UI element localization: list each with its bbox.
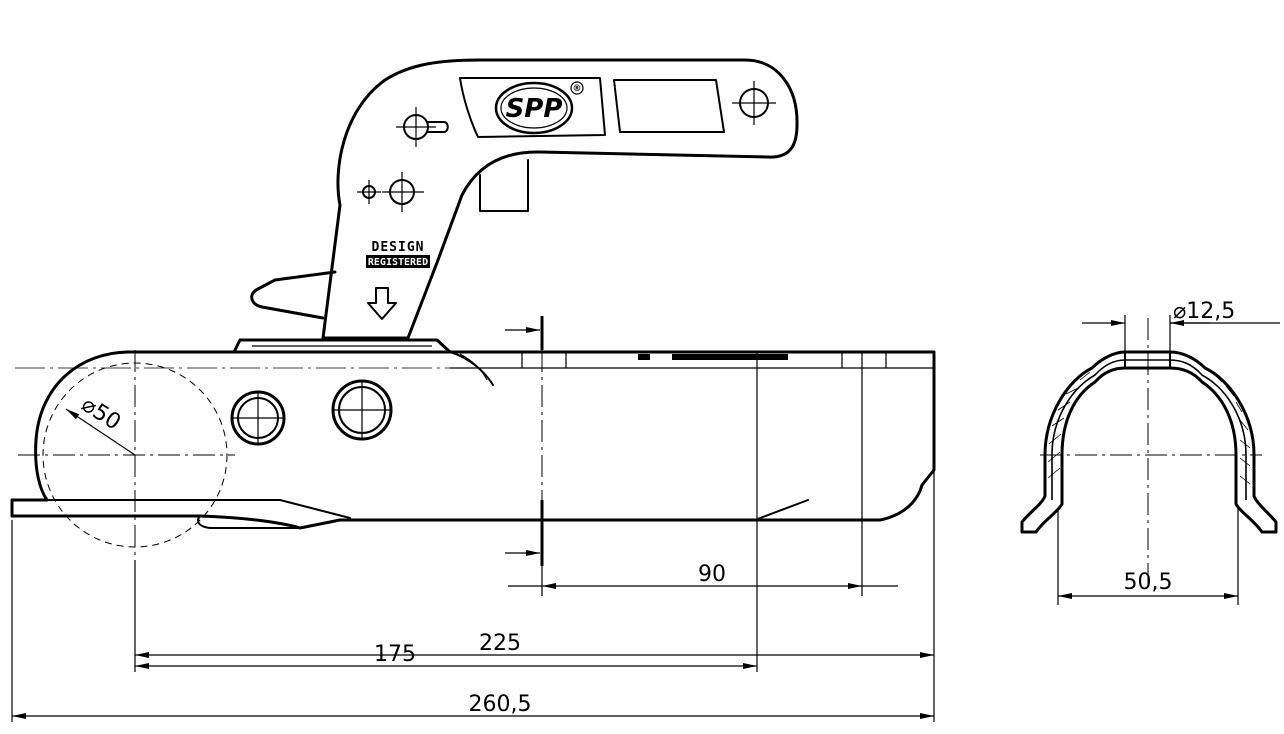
section-view: ⌀12,5 50,5: [1020, 299, 1280, 605]
svg-text:175: 175: [374, 642, 416, 667]
dim-90: 90: [508, 562, 898, 589]
section-hatching: [1047, 371, 1251, 485]
svg-text:225: 225: [479, 631, 521, 656]
handle-hole-right: [732, 81, 776, 125]
handle-hole-mid: [382, 172, 424, 212]
handle-recess: [459, 77, 606, 138]
base-plate: [232, 338, 452, 354]
down-arrow-icon: [367, 287, 397, 320]
handle-pin: [396, 107, 449, 147]
handle-tab: [479, 159, 529, 212]
handle-hole-small: [357, 180, 381, 204]
section-outer: [1020, 350, 1278, 534]
handle-window: [613, 79, 725, 133]
svg-text:50,5: 50,5: [1124, 570, 1173, 595]
housing-lower-edge: [46, 499, 351, 519]
svg-text:90: 90: [698, 562, 726, 587]
dim-175: 175: [135, 642, 757, 669]
dim-width-50-5: 50,5: [1058, 570, 1238, 599]
ball-diameter-label: ⌀50: [77, 392, 125, 435]
handle-outline: [321, 58, 799, 340]
registered-mark: ®: [573, 84, 582, 94]
logo-text: SPP: [506, 94, 563, 124]
svg-text:⌀12,5: ⌀12,5: [1173, 299, 1235, 324]
dim-225: 225: [135, 631, 934, 658]
body-hole-right: [331, 379, 393, 441]
dim-260-5: 260,5: [12, 692, 934, 719]
section-plane: [505, 316, 544, 566]
logo-ellipse: [494, 81, 574, 135]
dim-hole-12-5: ⌀12,5: [1082, 299, 1280, 326]
housing-outline: [10, 350, 936, 530]
registered-text: REGISTERED: [368, 257, 428, 268]
body-hole-left: [230, 390, 286, 446]
latch-finger: [250, 270, 337, 320]
svg-text:260,5: 260,5: [469, 692, 532, 717]
top-edge-marks: [521, 352, 887, 368]
design-text: DESIGN: [372, 240, 425, 255]
side-view: SPP ® DESIGN REGISTERED: [10, 58, 936, 722]
